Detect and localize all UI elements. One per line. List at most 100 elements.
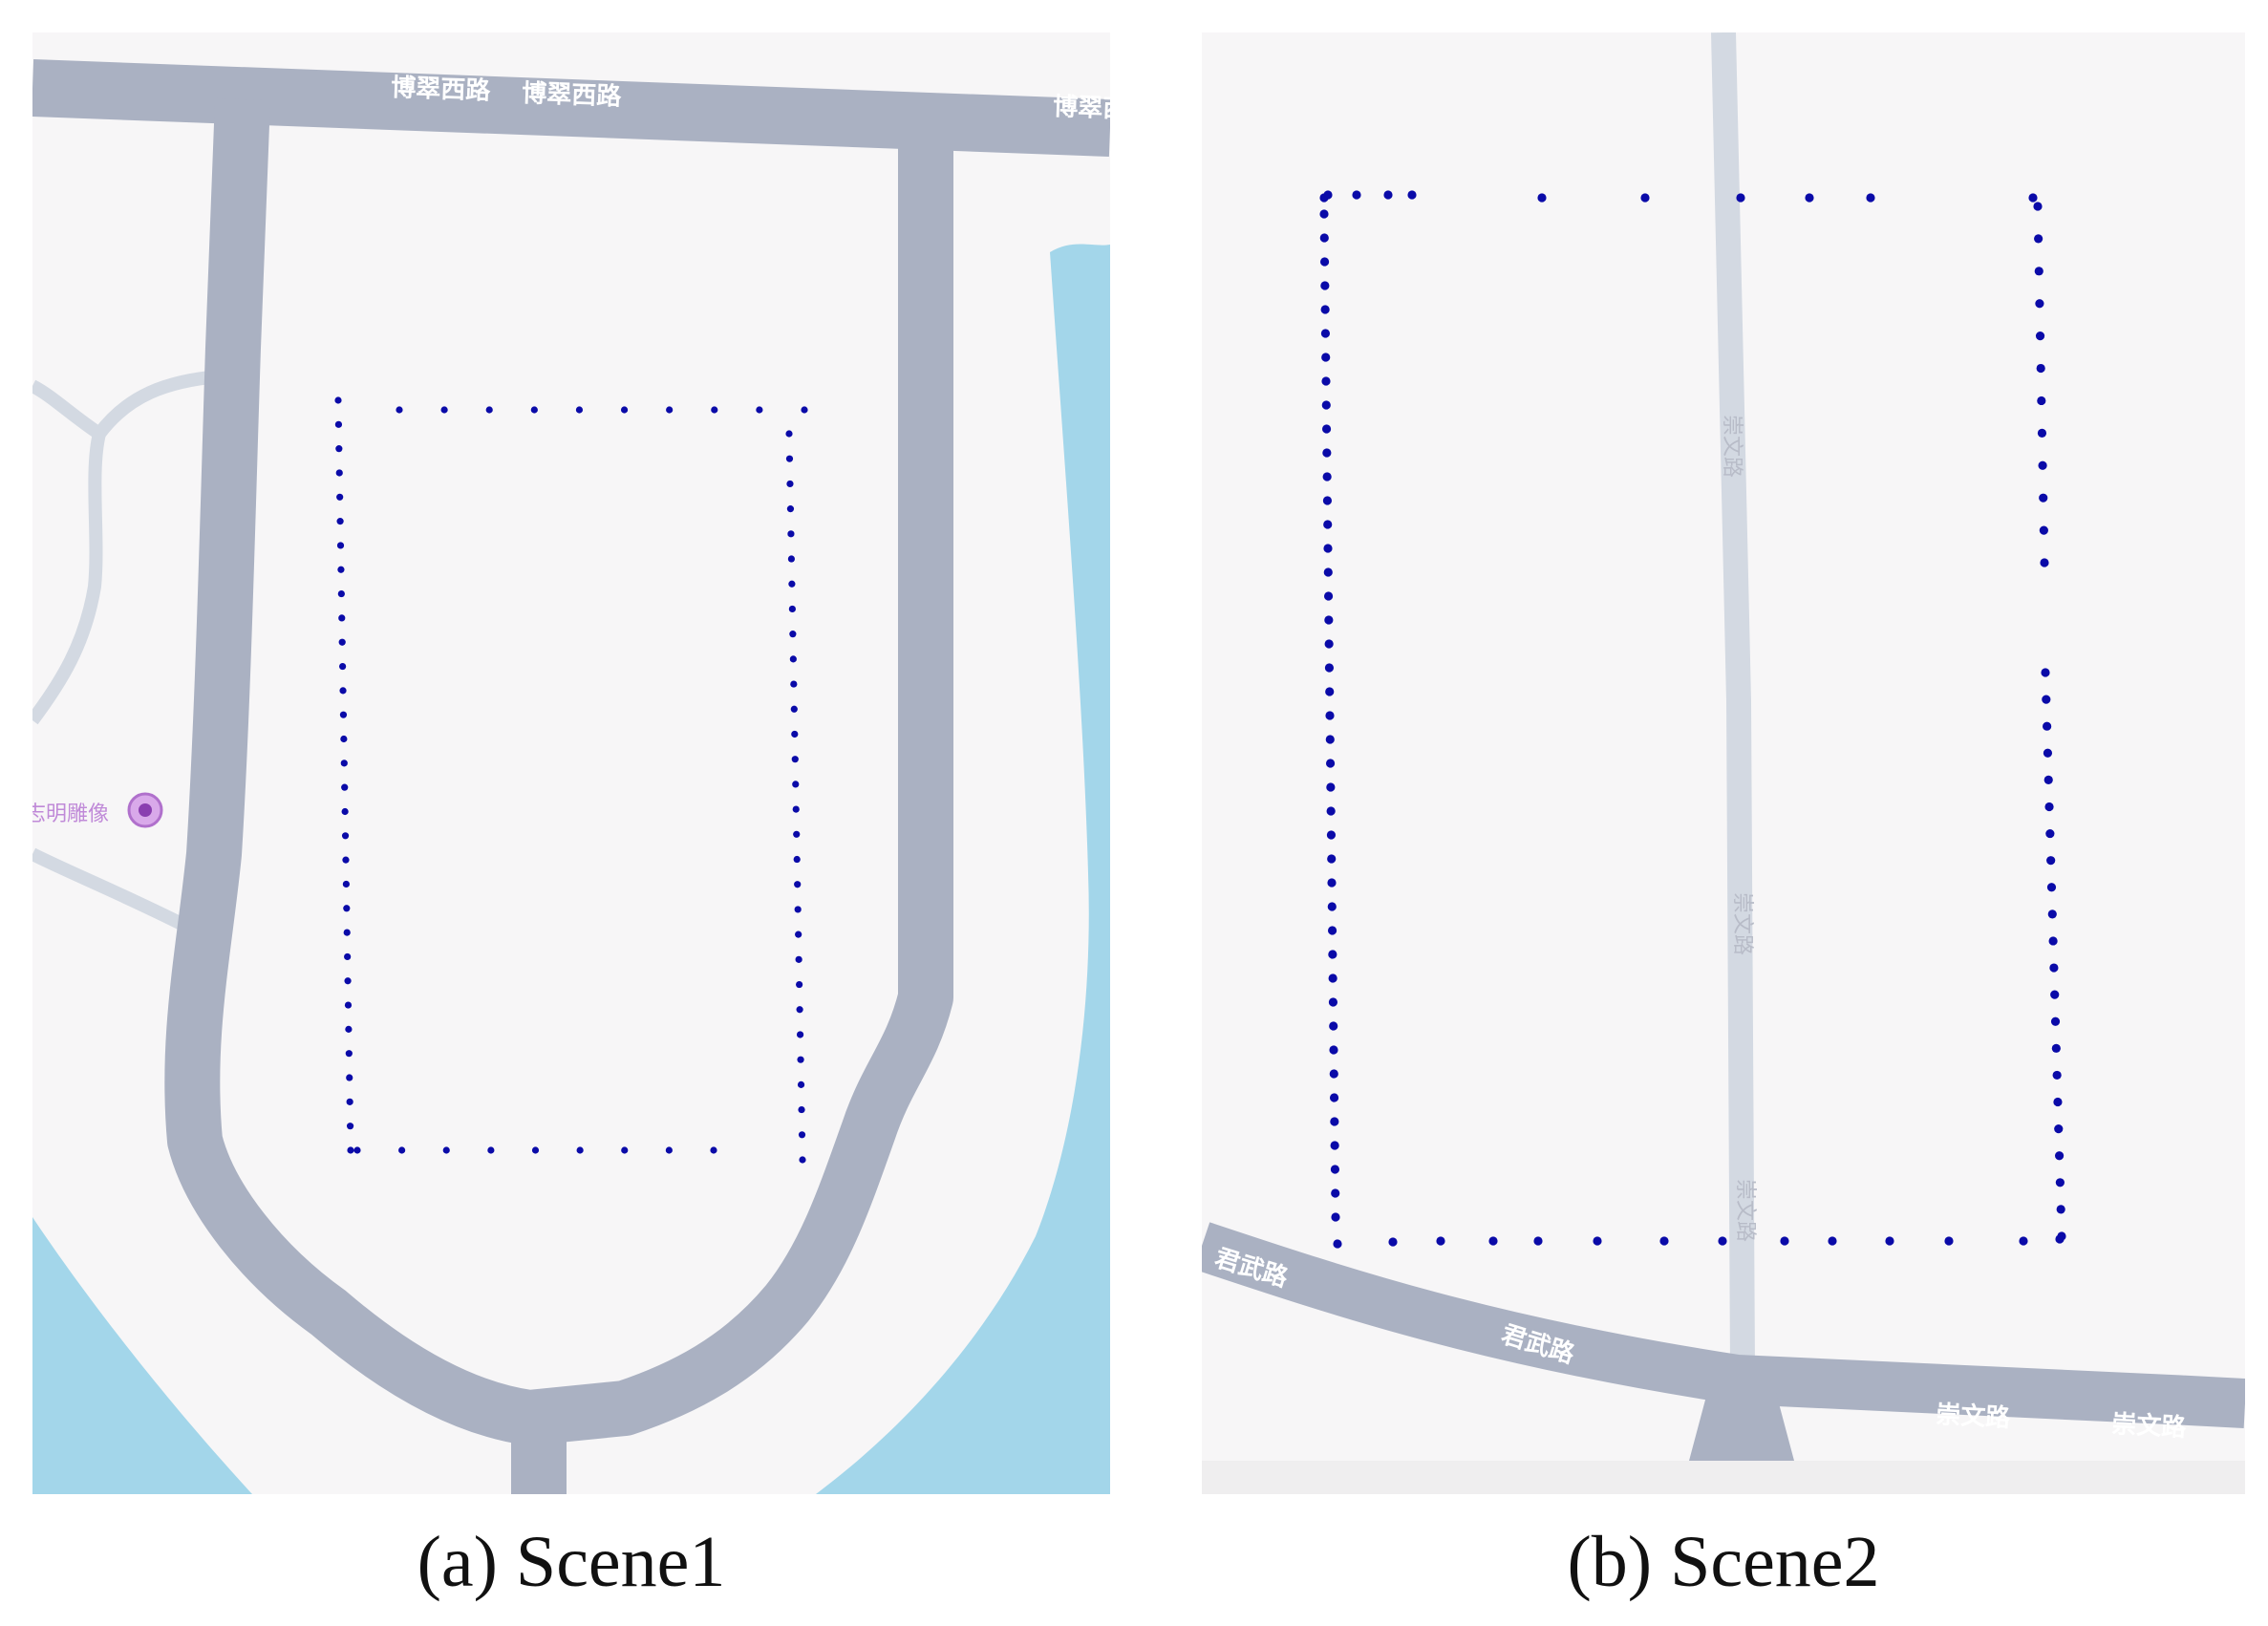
trajectory-point <box>1323 520 1333 529</box>
trajectory-point <box>1320 305 1330 314</box>
trajectory-point <box>1324 663 1335 673</box>
minor-roads <box>32 370 220 932</box>
trajectory-point <box>1944 1236 1954 1246</box>
trajectory-point <box>793 855 801 864</box>
trajectory-point <box>1331 1188 1340 1198</box>
trajectory-point <box>1320 329 1331 338</box>
trajectory-point <box>485 406 493 414</box>
trajectory-point <box>790 705 798 713</box>
trajectory-point <box>1326 782 1336 792</box>
trajectory-point <box>666 406 674 414</box>
trajectory-point <box>575 406 584 414</box>
poi-label: 志明雕像 <box>32 802 109 826</box>
trajectory-point <box>336 518 344 525</box>
road-label-3: 崇文路 <box>1936 1400 2013 1433</box>
trajectory-point <box>1383 190 1393 200</box>
trajectory-point <box>788 580 796 588</box>
trajectory-point <box>347 1146 354 1154</box>
trajectory-point <box>1330 1141 1339 1150</box>
water-right <box>816 244 1110 1494</box>
trajectory-point <box>1321 400 1331 410</box>
trajectory-point <box>337 566 345 573</box>
trajectory-point <box>710 1146 717 1154</box>
trajectory-point <box>1323 190 1333 200</box>
trajectory-point <box>792 781 800 788</box>
trajectory-point <box>1330 1117 1339 1126</box>
trajectory-point <box>1718 1236 1727 1246</box>
trajectory-point <box>1780 1236 1789 1246</box>
trajectory-point <box>1320 281 1330 290</box>
trajectory-point <box>2036 363 2045 374</box>
bottom-strip <box>1202 1461 2245 1494</box>
trajectory-point <box>1533 1236 1543 1246</box>
trajectory-point <box>1330 1165 1340 1174</box>
trajectory-point <box>1327 854 1337 864</box>
trajectory-point <box>343 929 351 936</box>
caption-scene1: (a) Scene1 <box>417 1522 726 1602</box>
trajectory-point <box>1488 1236 1498 1246</box>
trajectory-point <box>786 480 794 488</box>
trajectory-point <box>791 730 799 738</box>
trajectory-point <box>796 980 803 989</box>
caption-scene2: (b) Scene2 <box>1567 1522 1880 1602</box>
trajectory-point <box>1319 257 1330 267</box>
trajectory-point <box>344 952 352 961</box>
map-panel-scene2: 君武路 君武路 崇文路 崇文路 崇文路 崇文路 崇文路 <box>1202 32 2245 1494</box>
trajectory-point <box>1329 1045 1338 1055</box>
trajectory-point <box>799 1156 806 1164</box>
trajectory-point <box>798 1105 805 1114</box>
trajectory-point <box>2050 990 2060 999</box>
trajectory-point <box>787 555 796 563</box>
trajectory-point <box>1324 615 1334 625</box>
trajectory-point <box>2034 234 2043 244</box>
trajectory-point <box>353 1146 361 1154</box>
trajectory-point <box>1322 496 1333 505</box>
trajectory-point <box>785 455 794 462</box>
trajectory-point <box>790 680 798 688</box>
trajectory-point <box>1327 926 1337 935</box>
trajectory-point <box>1329 1093 1339 1102</box>
trajectory-point <box>1640 193 1650 203</box>
trajectory-point <box>2040 558 2049 567</box>
trajectory-point <box>1323 544 1333 553</box>
trajectory-point <box>576 1146 584 1154</box>
trajectory-point <box>1328 997 1338 1007</box>
trajectory-point <box>1325 735 1335 744</box>
trajectory-point <box>1333 1239 1342 1249</box>
trajectory-point <box>1325 687 1335 696</box>
trajectory-point <box>787 530 795 538</box>
trajectory-point <box>2045 828 2055 839</box>
road-label-3: 博翠西 <box>1053 93 1110 124</box>
map-panel-scene1: 博翠西路 博翠西路 博翠西 志明雕像 <box>32 32 1110 1494</box>
trajectory-point <box>795 955 802 963</box>
trajectory-point <box>789 631 797 638</box>
trajectory-point <box>2019 1236 2028 1246</box>
trajectory-point <box>1593 1236 1602 1246</box>
trajectory-point <box>1328 973 1337 983</box>
trajectory-point <box>711 406 718 414</box>
trajectory-point <box>1537 193 1547 203</box>
trajectory-point <box>336 542 345 549</box>
trajectory-point <box>1326 830 1337 840</box>
trajectory-point <box>2042 695 2051 704</box>
trajectory-point <box>336 493 344 501</box>
trajectory-point <box>1324 639 1334 649</box>
trajectory-point <box>442 1146 450 1154</box>
trajectory-point <box>1327 878 1337 888</box>
map-scene2: 君武路 君武路 崇文路 崇文路 崇文路 崇文路 崇文路 <box>1202 32 2245 1494</box>
trajectory-point <box>2044 802 2054 812</box>
trajectory-point <box>788 605 796 613</box>
trajectory-point <box>1329 1069 1338 1079</box>
trajectory-point <box>2035 332 2045 341</box>
trajectory-point <box>1866 193 1875 203</box>
trajectory-point <box>346 1098 353 1105</box>
trajectory-point <box>1805 193 1814 203</box>
trajectory-point <box>791 756 799 763</box>
trajectory-point <box>798 1131 806 1139</box>
vertical-road-label-2: 崇文路 <box>1730 892 1754 955</box>
trajectory-points-scene2 <box>1319 190 2066 1249</box>
trajectory-point <box>1323 591 1334 601</box>
trajectory-point <box>1323 567 1333 577</box>
trajectory-points-scene1 <box>334 396 808 1164</box>
road-label-2: 博翠西路 <box>522 78 623 112</box>
